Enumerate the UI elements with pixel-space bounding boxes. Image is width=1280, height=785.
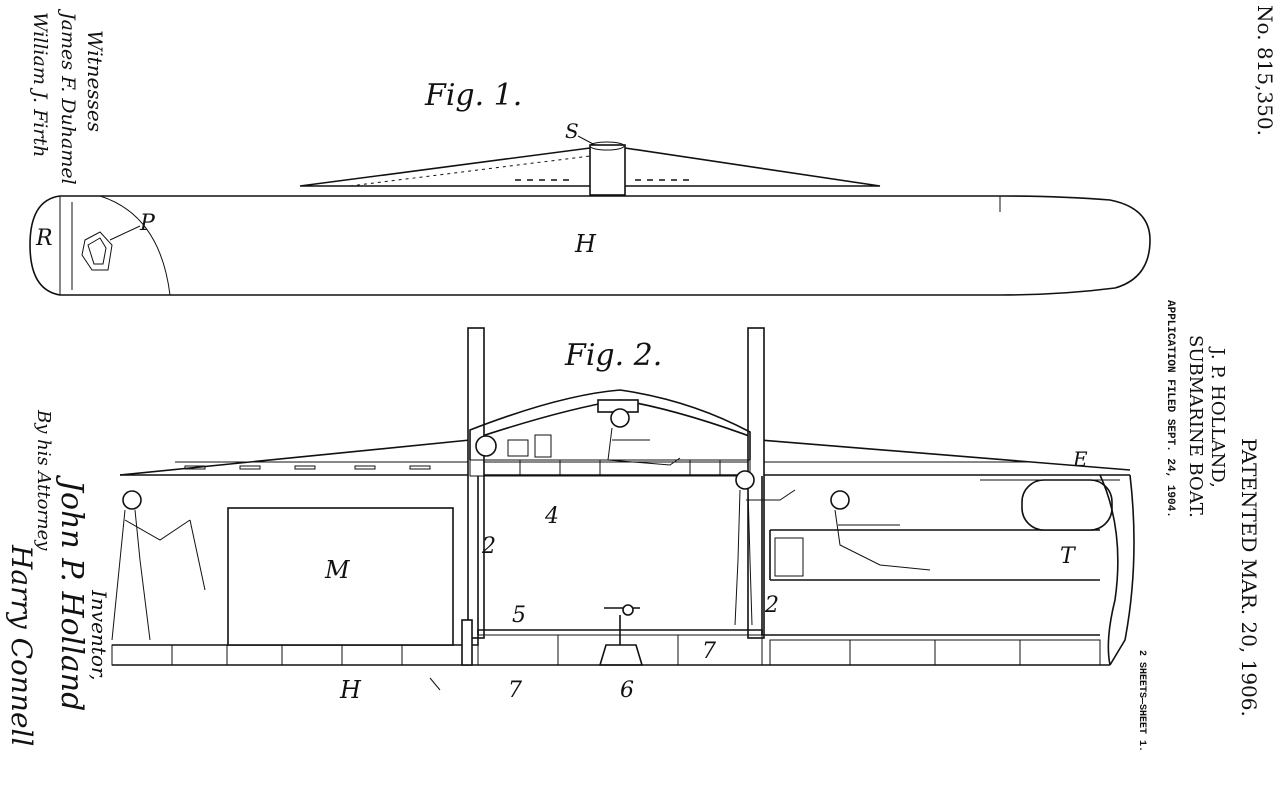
- fig2-section-view: [111, 327, 1135, 691]
- witness-signature-1: James F. Duhamel: [57, 8, 79, 185]
- fig2-label-6: 6: [620, 678, 634, 703]
- inventor-label: Inventor,: [87, 589, 111, 681]
- inventor-name: J. P. HOLLAND,: [1207, 346, 1228, 488]
- fig2-label-5: 5: [512, 603, 526, 628]
- fig2-title: Fig. 2.: [564, 338, 662, 373]
- fig1-label-p: P: [139, 211, 156, 236]
- fig2-label-7a: 7: [508, 678, 522, 703]
- attorney-signature: Harry Connell: [5, 544, 38, 746]
- sheet-count: 2 SHEETS—SHEET 1.: [1136, 650, 1147, 752]
- fig2-label-4: 4: [544, 504, 559, 529]
- fig2-label-7b: 7: [702, 639, 716, 664]
- fig2-label-2a: 2: [481, 534, 496, 559]
- fig2-label-t: T: [1060, 544, 1077, 569]
- application-filed: APPLICATION FILED SEPT. 24, 1904.: [1164, 300, 1176, 518]
- fig2-label-m: M: [324, 556, 351, 584]
- fig1-label-s: S: [565, 119, 579, 143]
- patent-title: SUBMARINE BOAT.: [1185, 335, 1206, 518]
- fig1-submarine-hull: [29, 135, 1151, 296]
- patented-date: PATENTED MAR. 20, 1906.: [1237, 438, 1261, 717]
- witnesses-label: Witnesses: [83, 30, 107, 132]
- fig2-label-e: E: [1072, 447, 1088, 471]
- attorney-label: By his Attorney: [33, 409, 54, 551]
- patent-number: No. 815,350.: [1253, 5, 1277, 136]
- inventor-signature: John P. Holland: [54, 474, 89, 711]
- fig2-label-2b: 2: [764, 593, 779, 618]
- fig1-label-r: R: [35, 226, 53, 251]
- witness-signature-2: William J. Firth: [29, 12, 51, 157]
- fig1-label-h: H: [574, 230, 597, 258]
- fig1-title: Fig. 1.: [424, 78, 522, 113]
- fig2-label-h: H: [339, 676, 362, 704]
